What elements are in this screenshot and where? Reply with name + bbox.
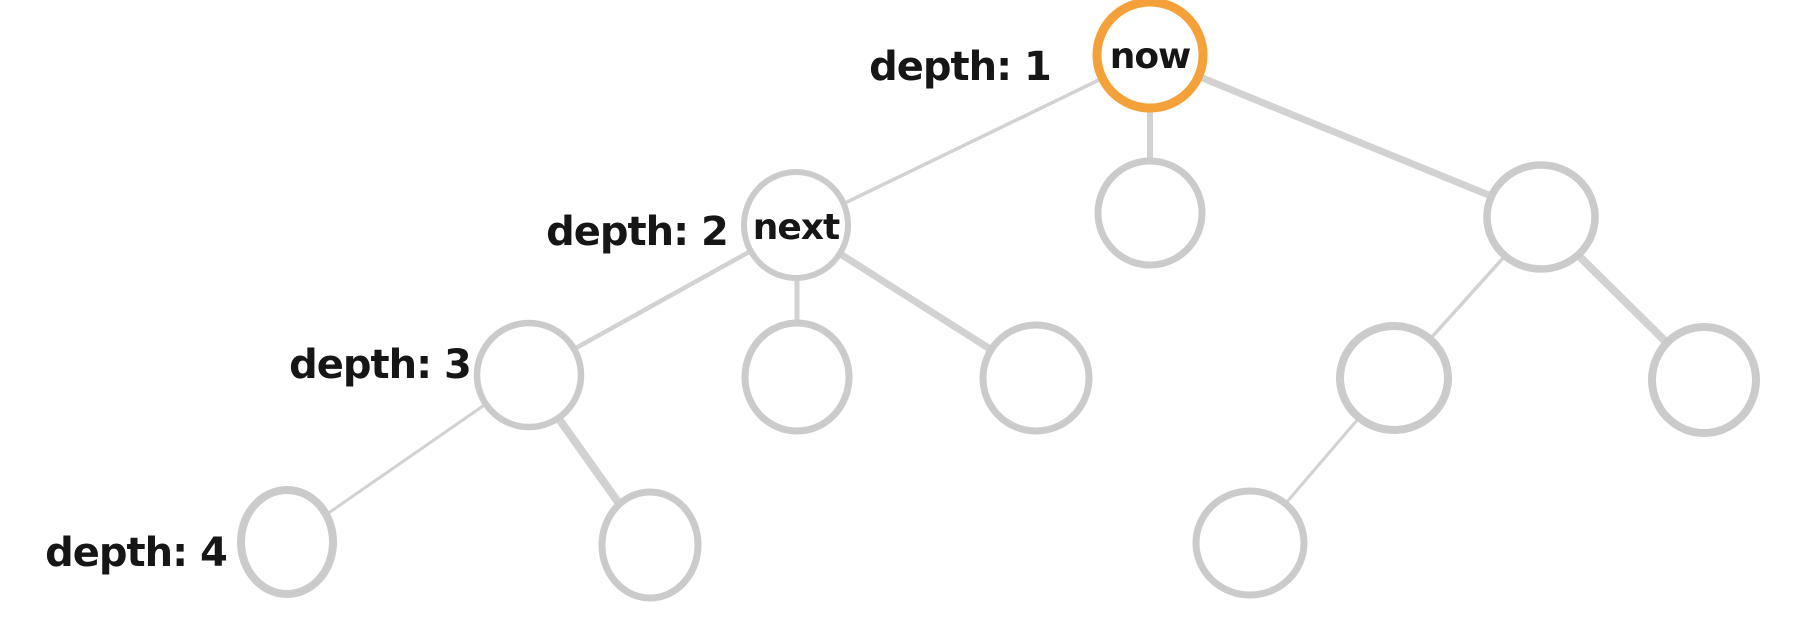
edge-depth3d-depth4c	[1284, 417, 1360, 505]
node-next	[741, 169, 851, 281]
node-depth2-right	[1483, 161, 1599, 273]
edge-now-next	[843, 77, 1103, 205]
node-depth2-middle	[1094, 157, 1206, 269]
node-depth4-a	[237, 486, 337, 598]
depth-3-label: depth: 3	[289, 342, 471, 388]
node-now	[1092, 0, 1208, 113]
depth-4-label: depth: 4	[45, 530, 227, 576]
edge-next-depth3a	[573, 249, 752, 351]
depth-1-label: depth: 1	[869, 44, 1051, 90]
edge-next-depth3c	[838, 251, 994, 353]
edge-depth3a-depth4a	[328, 404, 485, 514]
depth-labels: depth: 1 depth: 2 depth: 3 depth: 4	[45, 44, 1052, 576]
node-depth3-b	[741, 319, 853, 435]
node-depth3-d	[1336, 322, 1452, 434]
now-node-label: now	[1110, 36, 1191, 77]
node-depth4-c	[1192, 487, 1308, 599]
depth-2-label: depth: 2	[546, 209, 728, 255]
next-node-label: next	[753, 207, 840, 248]
edge-depth3a-depth4b	[555, 415, 622, 506]
edge-now-depth2c	[1196, 73, 1495, 200]
node-depth3-e	[1648, 323, 1760, 437]
tree-nodes	[237, 0, 1760, 602]
edge-depth2c-depth3e	[1575, 252, 1670, 346]
node-depth3-c	[979, 321, 1093, 435]
edge-depth2c-depth3d	[1429, 255, 1506, 340]
node-labels: now next	[753, 36, 1192, 248]
node-depth3-a	[473, 319, 585, 431]
tree-edges	[328, 73, 1670, 514]
node-depth4-b	[598, 488, 702, 602]
